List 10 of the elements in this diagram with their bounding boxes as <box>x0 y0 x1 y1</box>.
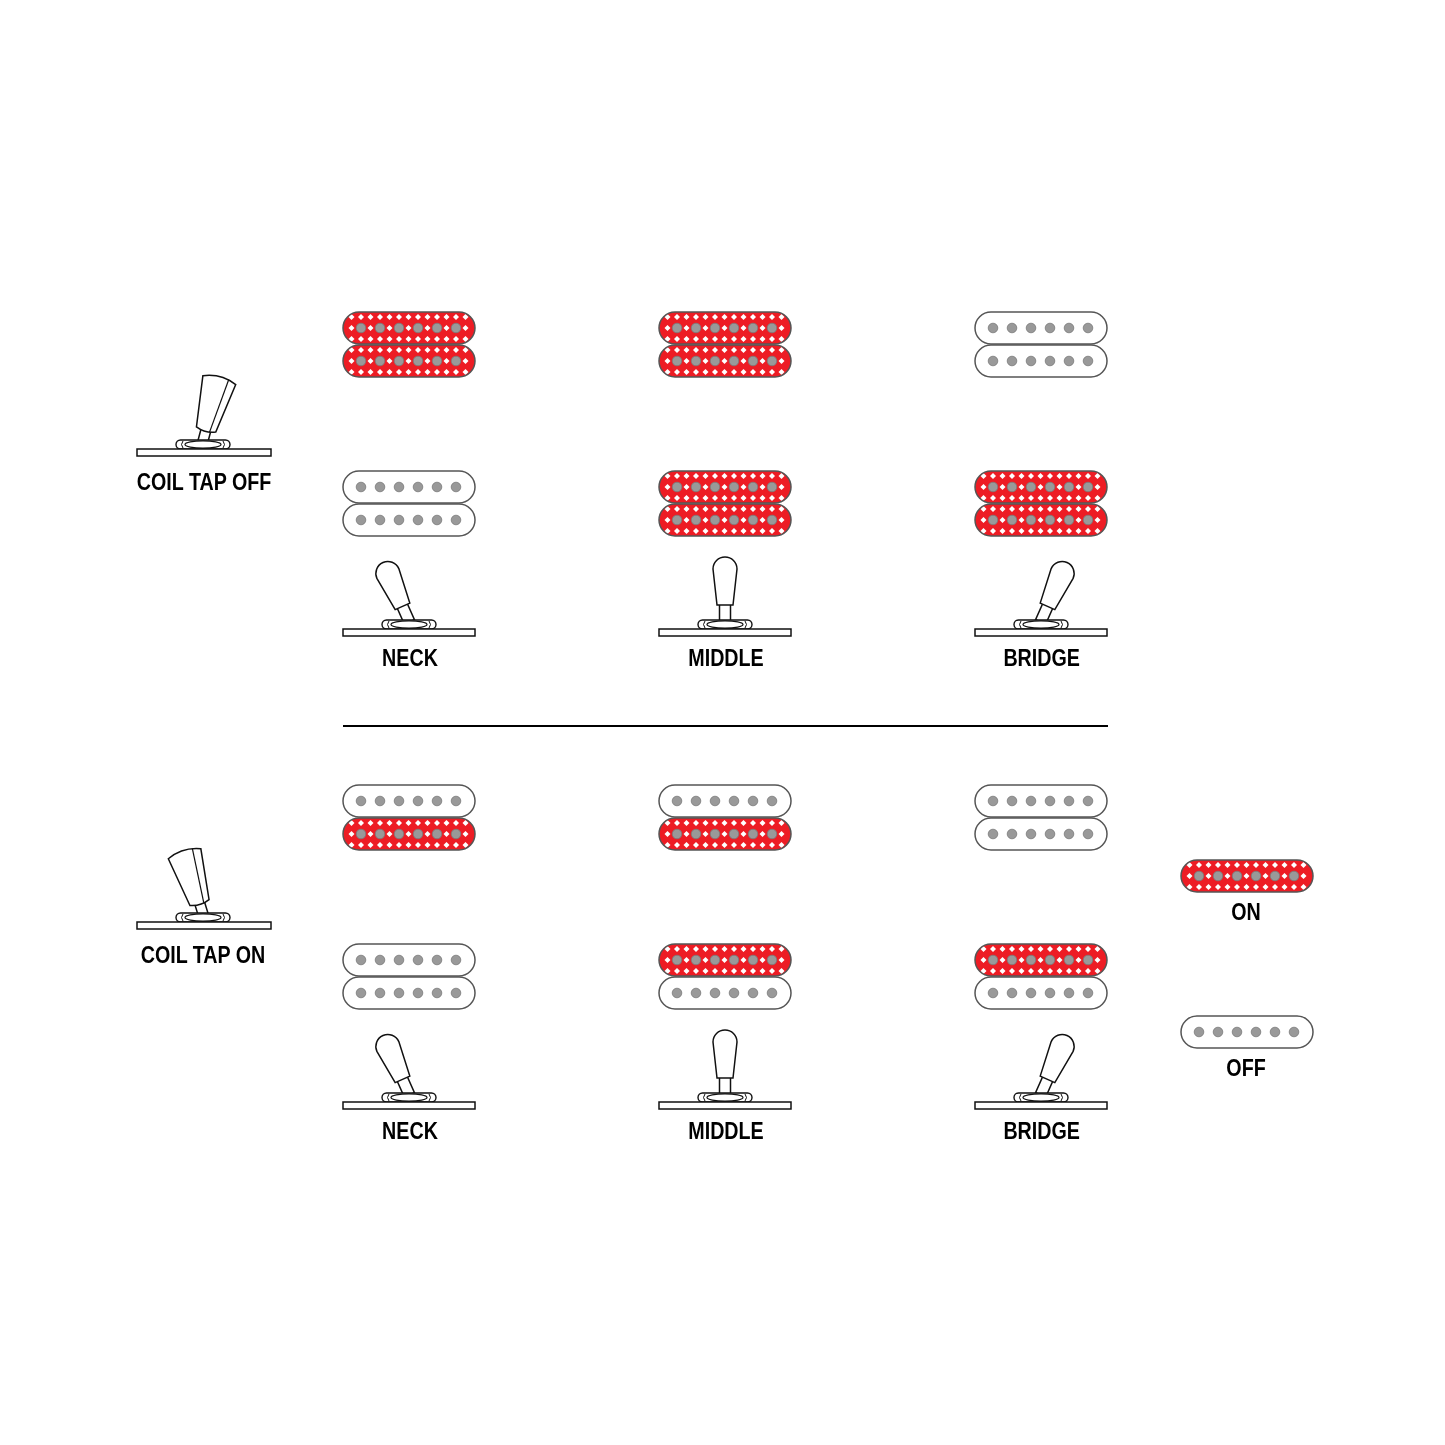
legend-label: OFF <box>1226 1055 1266 1081</box>
position-label: MIDDLE <box>688 1118 764 1144</box>
position-label: BRIDGE <box>1003 645 1081 671</box>
position-label: NECK <box>382 1118 438 1144</box>
position-label: BRIDGE <box>1003 1118 1081 1144</box>
mode-label: COIL TAP OFF <box>136 469 272 495</box>
mode-label: COIL TAP ON <box>140 942 266 968</box>
position-label: MIDDLE <box>688 645 764 671</box>
position-label: NECK <box>382 645 438 671</box>
legend-label: ON <box>1231 899 1261 925</box>
